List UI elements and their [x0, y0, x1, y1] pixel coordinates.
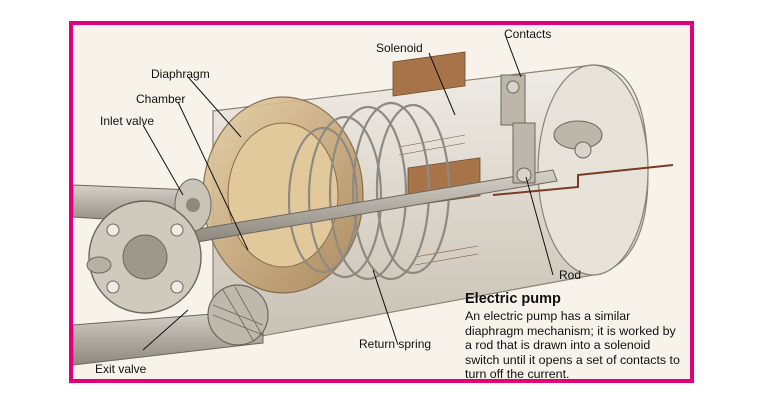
- caption-line: An electric pump has a similar: [465, 309, 631, 323]
- wire: [492, 164, 674, 196]
- label-rod: Rod: [559, 268, 582, 282]
- electric-pump-illustration: [73, 36, 674, 366]
- caption-line: switch until it opens a set of contacts …: [465, 352, 680, 367]
- contacts-assembly: [500, 74, 603, 184]
- label-inlet-valve: Inlet valve: [100, 114, 155, 128]
- label-chamber: Chamber: [136, 92, 186, 106]
- label-contacts: Contacts: [504, 27, 552, 41]
- caption-line: a rod that is drawn into a solenoid: [465, 338, 651, 353]
- label-solenoid: Solenoid: [376, 41, 423, 55]
- label-diaphragm: Diaphragm: [151, 67, 210, 81]
- label-return-spring: Return spring: [359, 337, 432, 351]
- label-exit-valve: Exit valve: [95, 362, 147, 376]
- caption-line: diaphragm mechanism; it is worked by: [465, 323, 676, 338]
- housing-end-cap: [537, 64, 649, 276]
- diagram-frame: Contacts Solenoid Diaphragm Chamber Inle…: [69, 21, 694, 383]
- caption-body: An electric pump has a similar diaphragm…: [465, 309, 690, 382]
- caption-title: Electric pump: [465, 291, 561, 307]
- caption-line: turn off the current.: [465, 367, 570, 382]
